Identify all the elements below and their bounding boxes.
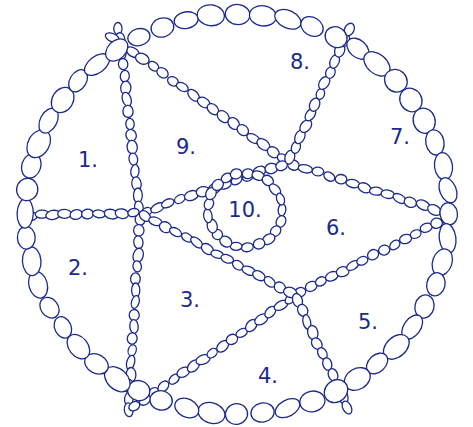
pebble (249, 401, 275, 424)
pebble (122, 105, 133, 118)
pebble (126, 26, 152, 48)
pebble (340, 399, 354, 415)
pebble (252, 237, 266, 251)
pebble (275, 192, 286, 206)
pebble (229, 168, 243, 181)
pebble (17, 198, 34, 228)
pebble (132, 260, 142, 272)
pebble (17, 226, 36, 250)
region-number: 3. (180, 288, 200, 312)
region-number: 4. (258, 364, 278, 388)
pebble (195, 399, 227, 427)
region-number: 8. (290, 50, 310, 74)
pebble (126, 332, 137, 345)
pebble (424, 271, 447, 298)
region-number: 5. (358, 310, 378, 334)
region-number: 6. (326, 216, 346, 240)
pebble (120, 70, 130, 82)
pebble (297, 163, 313, 174)
pebble (133, 235, 144, 249)
pebble-circle: 10. (202, 167, 288, 253)
pebble (203, 208, 213, 223)
pebble (160, 197, 175, 210)
pebble (272, 5, 305, 33)
region-number: 10. (228, 198, 261, 222)
region-number: 7. (390, 125, 410, 149)
region-number: 1. (78, 148, 98, 172)
pebble (130, 295, 141, 310)
pebble (436, 175, 461, 205)
pebble (168, 226, 183, 239)
pebble (312, 167, 324, 176)
pebble (133, 224, 144, 236)
pebble (126, 140, 138, 155)
pebble (15, 177, 40, 203)
region-number: 9. (176, 135, 196, 159)
pebble (248, 4, 277, 27)
pebble (335, 174, 347, 184)
pebble (272, 395, 303, 422)
pebble (114, 208, 129, 220)
region-number: 2. (68, 256, 88, 280)
pebble (129, 319, 139, 333)
pebble (173, 10, 200, 30)
pebble (81, 208, 94, 219)
pebble (298, 389, 327, 414)
pebble (433, 152, 454, 182)
pebble (403, 195, 418, 209)
pebble (322, 170, 336, 183)
pebble (58, 209, 72, 218)
pebble (196, 3, 225, 27)
pebble (149, 389, 174, 412)
pebble (297, 13, 327, 41)
pebble (128, 152, 138, 165)
pebble (172, 394, 202, 421)
pebble (224, 402, 250, 427)
pebble (127, 207, 140, 217)
pebble (21, 246, 41, 276)
pebble (149, 15, 177, 40)
pebble (438, 201, 459, 226)
pebble (378, 244, 391, 256)
pebble (125, 118, 134, 130)
pebble (241, 242, 254, 253)
pebble (224, 3, 251, 26)
pebble (130, 164, 139, 178)
